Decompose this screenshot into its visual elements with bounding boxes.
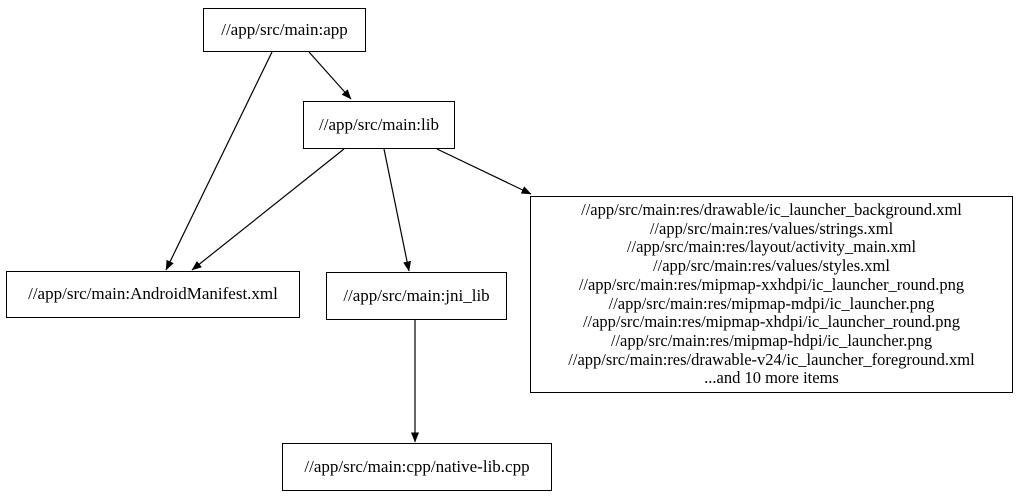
node-resources-list: //app/src/main:res/drawable/ic_launcher_… (530, 196, 1013, 393)
node-jni-lib: //app/src/main:jni_lib (326, 272, 507, 320)
resource-line: //app/src/main:res/values/strings.xml (649, 218, 894, 238)
resource-line: //app/src/main:res/mipmap-hdpi/ic_launch… (610, 330, 933, 350)
edge-lib-to-resources (436, 148, 532, 195)
resource-line: //app/src/main:res/drawable/ic_launcher_… (581, 199, 962, 219)
resource-line: //app/src/main:res/mipmap-xxhdpi/ic_laun… (578, 274, 965, 294)
node-lib: //app/src/main:lib (303, 101, 455, 149)
edge-lib-to-manifest (191, 148, 345, 271)
resource-line: //app/src/main:res/drawable-v24/ic_launc… (568, 349, 975, 369)
node-jni-lib-label: //app/src/main:jni_lib (343, 285, 490, 305)
edge-app-to-manifest (165, 51, 273, 271)
resource-line: //app/src/main:res/layout/activity_main.… (626, 237, 917, 257)
node-app: //app/src/main:app (203, 8, 366, 52)
node-native-lib-cpp-label: //app/src/main:cpp/native-lib.cpp (304, 456, 530, 476)
edge-app-to-lib (308, 51, 352, 100)
resource-more-items-line: ...and 10 more items (704, 368, 839, 388)
resource-line: //app/src/main:res/mipmap-xhdpi/ic_launc… (582, 312, 961, 332)
resource-line: //app/src/main:res/values/styles.xml (653, 256, 890, 276)
node-app-label: //app/src/main:app (221, 19, 348, 39)
edge-lib-to-jni_lib (383, 148, 412, 272)
node-android-manifest: //app/src/main:AndroidManifest.xml (6, 271, 300, 318)
resource-line: //app/src/main:res/mipmap-mdpi/ic_launch… (608, 293, 935, 313)
node-native-lib-cpp: //app/src/main:cpp/native-lib.cpp (282, 443, 552, 491)
node-lib-label: //app/src/main:lib (319, 114, 439, 134)
node-android-manifest-label: //app/src/main:AndroidManifest.xml (28, 284, 278, 304)
